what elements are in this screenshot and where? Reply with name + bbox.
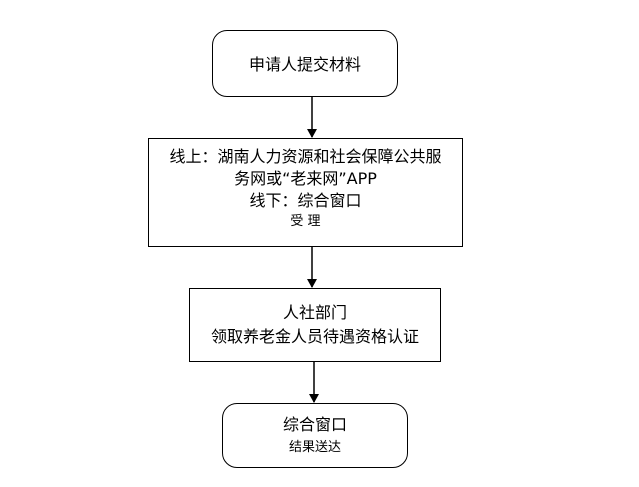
node-acceptance: 线上：湖南人力资源和社会保障公共服 务网或“老来网”APP 线下：综合窗口 受 … [148, 138, 463, 247]
node-submit-materials: 申请人提交材料 [212, 30, 398, 97]
node-acceptance-offline: 线下：综合窗口 [249, 191, 362, 210]
node-acceptance-online-line1: 线上：湖南人力资源和社会保障公共服 [169, 147, 442, 166]
node-deliver-title: 综合窗口 [282, 415, 347, 434]
node-dept-title: 人社部门 [282, 303, 347, 322]
node-submit-label: 申请人提交材料 [248, 55, 361, 74]
node-result-delivery: 综合窗口 结果送达 [222, 403, 408, 468]
node-acceptance-label: 受 理 [290, 214, 321, 229]
node-hr-department: 人社部门 领取养老金人员待遇资格认证 [189, 288, 441, 362]
node-deliver-label: 结果送达 [288, 440, 341, 455]
node-acceptance-online-line2: 务网或“老来网”APP [234, 169, 377, 188]
node-dept-task: 领取养老金人员待遇资格认证 [210, 327, 419, 346]
